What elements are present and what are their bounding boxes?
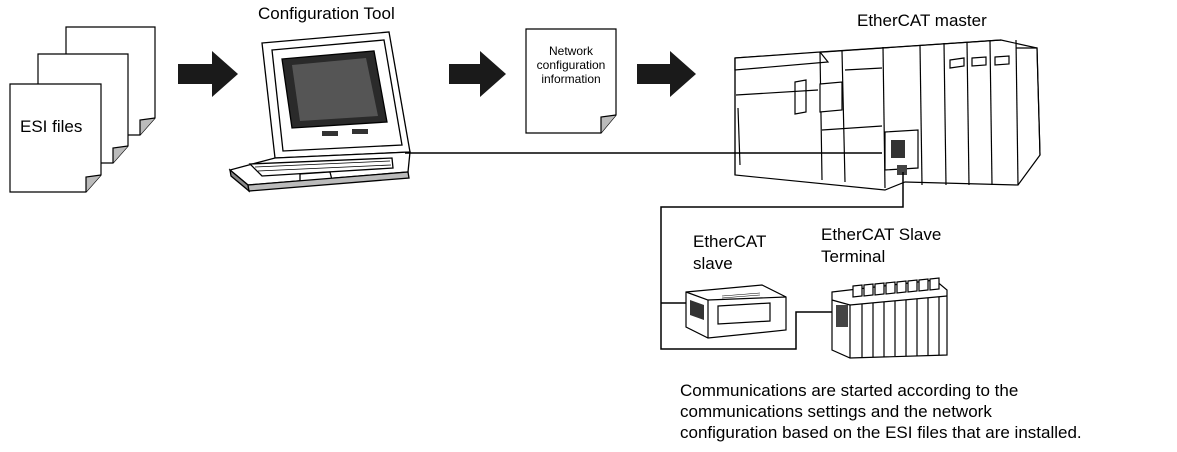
network-config-line-1: Network [548,44,593,58]
document-icon-front [9,83,102,193]
ethercat-slave-device-icon [685,284,787,339]
caption-line-2: communications settings and the network [680,402,992,421]
ethercat-master-label: EtherCAT master [857,11,987,30]
arrow-right-icon-2 [449,51,506,97]
network-config-line-3: information [541,72,601,86]
slave-terminal-label-line-2: Terminal [821,247,886,266]
ethercat-slave-label-line-1: EtherCAT [693,232,767,251]
network-config-label: Network configuration information [526,44,616,86]
laptop-icon [228,31,411,193]
arrow-right-icon-3 [637,51,696,97]
esi-files-stack [9,26,156,193]
esi-files-label: ESI files [20,117,83,136]
configuration-tool-label: Configuration Tool [258,4,395,23]
network-cable [405,152,904,350]
slave-terminal-icon [831,277,948,359]
ethercat-slave-label-line-2: slave [693,254,733,273]
caption-line-1: Communications are started according to … [680,381,1019,400]
network-config-line-2: configuration [536,58,606,72]
plc-master-icon [734,39,1041,191]
arrow-right-icon-1 [178,51,238,97]
network-config-document-icon [525,28,617,134]
slave-terminal-label-line-1: EtherCAT Slave [821,225,942,244]
caption-line-3: configuration based on the ESI files tha… [680,423,1082,442]
